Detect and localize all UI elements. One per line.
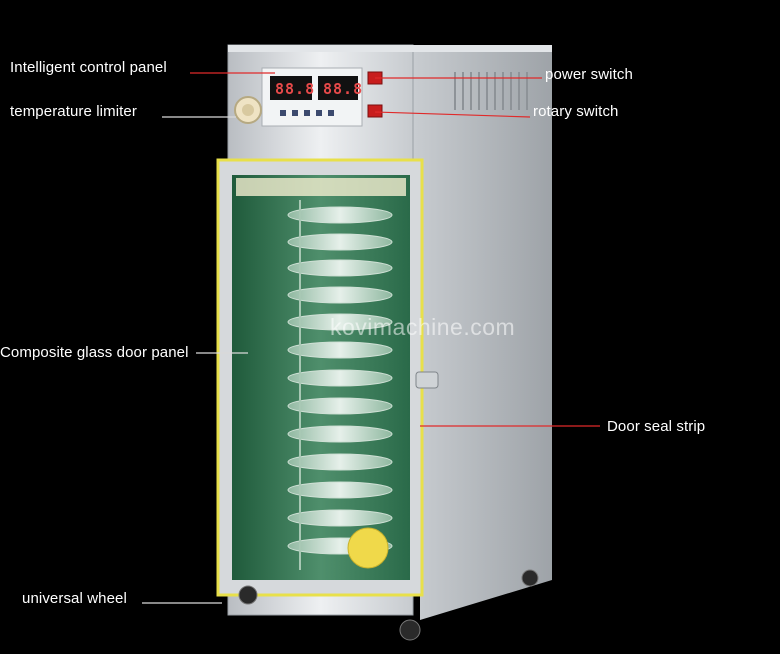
leader-rotary [374, 111, 531, 118]
control-buttons [280, 110, 334, 116]
door-latch [415, 371, 439, 389]
leader-lines-light [142, 116, 248, 604]
display-readout-right: 88.8 [323, 80, 364, 98]
door-sticker [347, 527, 389, 569]
label-door-seal-strip: Door seal strip [607, 418, 706, 435]
cabinet-side [410, 45, 552, 620]
watermark: kovimachine.com [330, 314, 516, 340]
display-box-right [318, 76, 358, 100]
rotary-switch-shape [367, 104, 383, 118]
display-readout-left: 88.8 [275, 80, 316, 98]
label-power-switch: power switch [545, 66, 633, 83]
label-rotary-switch: rotary switch [533, 103, 619, 120]
cabinet-top [228, 45, 552, 52]
trays [287, 206, 393, 555]
label-intelligent-control-panel: Intelligent control panel [10, 59, 167, 76]
leader-lines [190, 72, 600, 427]
label-temperature-limiter: temperature limiter [10, 103, 137, 120]
label-universal-wheel: universal wheel [22, 590, 127, 607]
display-box-left [270, 76, 312, 100]
door-banner [236, 178, 406, 196]
wheels [238, 569, 539, 641]
label-composite-glass-door-panel: Composite glass door panel [0, 344, 189, 361]
